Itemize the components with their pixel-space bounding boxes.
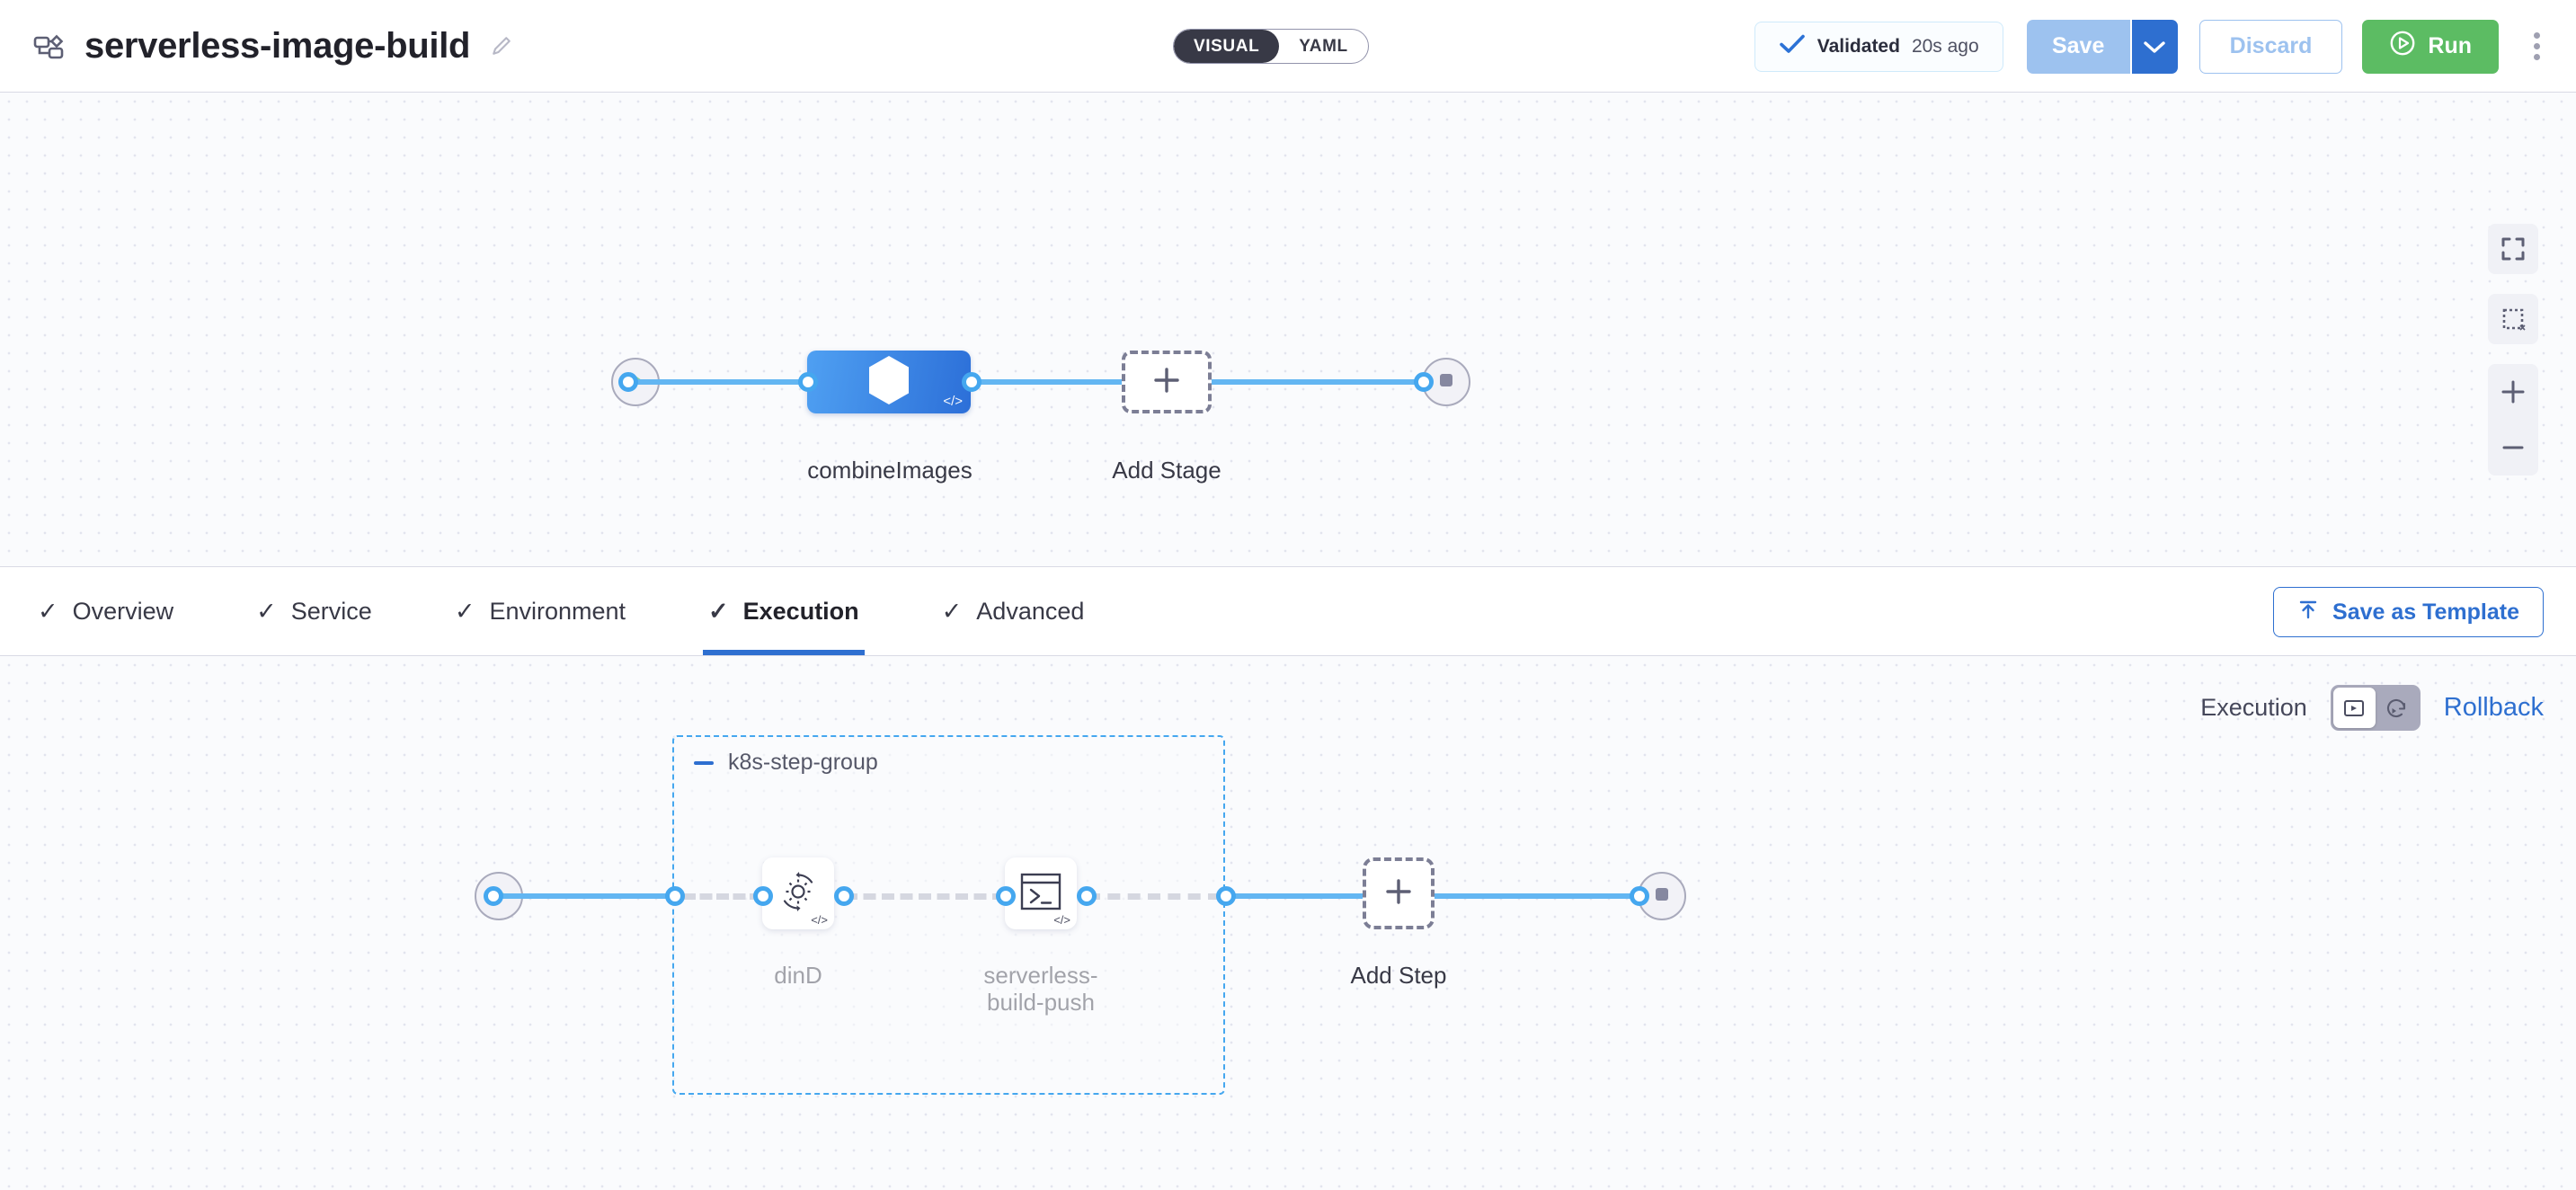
connector-dot-stage-in[interactable] — [798, 372, 818, 392]
save-as-template-label: Save as Template — [2332, 599, 2519, 625]
run-label: Run — [2428, 33, 2472, 58]
mode-tab-visual[interactable]: VISUAL — [1174, 30, 1280, 63]
visual-yaml-toggle[interactable]: VISUAL YAML — [1173, 29, 1369, 64]
link-addstep-to-end — [1435, 893, 1641, 899]
tab-label: Overview — [72, 597, 174, 625]
harness-hexagon-icon — [865, 354, 913, 411]
tab-label: Service — [290, 597, 372, 625]
link-start-to-stage — [629, 379, 809, 385]
code-icon: </> — [811, 913, 828, 927]
pencil-edit-icon[interactable] — [486, 31, 517, 61]
connector-dot-end[interactable] — [1414, 372, 1434, 392]
kebab-menu-icon[interactable] — [2517, 22, 2556, 72]
check-icon: ✓ — [708, 597, 729, 625]
step-group-title: k8s-step-group — [728, 750, 878, 775]
connector-dot-start[interactable] — [618, 372, 638, 392]
plus-icon — [1150, 364, 1183, 401]
code-icon: </> — [1053, 913, 1070, 927]
tab-advanced[interactable]: ✓ Advanced — [942, 567, 1123, 655]
play-circle-icon — [2389, 30, 2416, 63]
fit-to-screen-icon[interactable] — [2488, 224, 2538, 274]
step-node-serverless-build-push[interactable]: </> — [1005, 857, 1077, 929]
validated-label: Validated — [1817, 35, 1900, 57]
tab-overview[interactable]: ✓ Overview — [38, 567, 211, 655]
chevron-down-icon[interactable] — [2129, 19, 2178, 74]
save-as-template-button[interactable]: Save as Template — [2273, 587, 2544, 637]
code-icon: </> — [943, 394, 963, 409]
tab-service[interactable]: ✓ Service — [256, 567, 410, 655]
execution-label: Execution — [2200, 694, 2307, 721]
check-icon: ✓ — [256, 597, 277, 625]
link-addstage-to-end — [1212, 379, 1426, 385]
check-icon: ✓ — [941, 597, 963, 625]
execution-view-icon[interactable] — [2332, 688, 2376, 728]
pipeline-flow-icon — [31, 27, 68, 65]
add-stage-button[interactable] — [1122, 351, 1212, 413]
step-group-k8s[interactable]: k8s-step-group — [672, 735, 1225, 1095]
discard-button[interactable]: Discard — [2198, 19, 2343, 74]
save-button-group: Save — [2026, 19, 2178, 74]
link-stage-to-addstage — [971, 379, 1124, 385]
status-badge-validated: Validated 20s ago — [1754, 21, 2003, 72]
connector-dot-dind-out[interactable] — [834, 886, 854, 906]
zoom-out-icon[interactable] — [2488, 420, 2538, 475]
minus-icon[interactable] — [694, 760, 714, 765]
step-group-header[interactable]: k8s-step-group — [694, 750, 878, 776]
page-title: serverless-image-build — [84, 25, 471, 66]
terminal-icon — [1019, 872, 1062, 916]
stage-canvas[interactable]: </> combineImages Add Stage — [0, 93, 2576, 566]
gear-rotate-icon — [776, 869, 821, 919]
execution-rollback-toggle[interactable] — [2330, 685, 2421, 731]
check-icon: ✓ — [454, 597, 475, 625]
tab-environment[interactable]: ✓ Environment — [455, 567, 663, 655]
active-tab-indicator — [703, 650, 865, 655]
upload-template-icon — [2297, 599, 2319, 626]
canvas-controls — [2488, 224, 2538, 475]
app-header: serverless-image-build VISUAL YAML Valid… — [0, 0, 2576, 93]
connector-dot-dind-in[interactable] — [753, 886, 773, 906]
mode-tab-yaml[interactable]: YAML — [1299, 36, 1348, 56]
execution-rollback-bar: Execution Rollback — [2200, 685, 2544, 731]
add-step-label: Add Step — [1350, 962, 1447, 989]
step-node-dind[interactable]: </> — [762, 857, 834, 929]
link-group-to-addstep — [1225, 893, 1364, 899]
stop-square-icon — [1652, 884, 1672, 909]
tab-label: Environment — [489, 597, 626, 625]
stage-node-combineimages[interactable]: </> — [807, 351, 971, 413]
tab-execution[interactable]: ✓ Execution — [703, 567, 897, 655]
connector-dot-group-out[interactable] — [1216, 886, 1236, 906]
add-step-button[interactable] — [1363, 857, 1435, 929]
stop-square-icon — [1436, 370, 1456, 395]
run-button[interactable]: Run — [2362, 19, 2499, 74]
check-icon — [1779, 33, 1806, 59]
plus-icon — [1381, 875, 1416, 913]
rollback-view-icon[interactable] — [2376, 688, 2418, 728]
save-button[interactable]: Save — [2026, 19, 2130, 74]
zoom-in-icon[interactable] — [2488, 364, 2538, 420]
connector-dot-exec-start[interactable] — [484, 886, 503, 906]
add-stage-label: Add Stage — [1112, 457, 1221, 484]
stage-node-label: combineImages — [807, 457, 973, 484]
connector-dot-group-in[interactable] — [665, 886, 685, 906]
header-actions: Validated 20s ago Save Discard — [1754, 0, 2576, 93]
connector-dot-exec-end[interactable] — [1630, 886, 1649, 906]
check-icon: ✓ — [38, 597, 58, 625]
connector-dot-stage-out[interactable] — [962, 372, 982, 392]
step-canvas[interactable]: k8s-step-group < — [0, 656, 2576, 1190]
connector-dot-serverless-out[interactable] — [1077, 886, 1097, 906]
zoom-controls — [2488, 364, 2538, 475]
rollback-link[interactable]: Rollback — [2443, 693, 2544, 722]
header-left-group: serverless-image-build — [0, 26, 517, 67]
stage-config-tabbar: ✓ Overview ✓ Service ✓ Environment ✓ Exe… — [0, 566, 2576, 656]
validated-timestamp: 20s ago — [1911, 35, 1979, 57]
link-start-to-group — [494, 893, 683, 899]
tab-list: ✓ Overview ✓ Service ✓ Environment ✓ Exe… — [0, 567, 1167, 655]
connector-dot-serverless-in[interactable] — [996, 886, 1016, 906]
tab-label: Advanced — [976, 597, 1085, 625]
tab-label: Execution — [742, 597, 859, 625]
selection-box-icon[interactable] — [2488, 294, 2538, 344]
